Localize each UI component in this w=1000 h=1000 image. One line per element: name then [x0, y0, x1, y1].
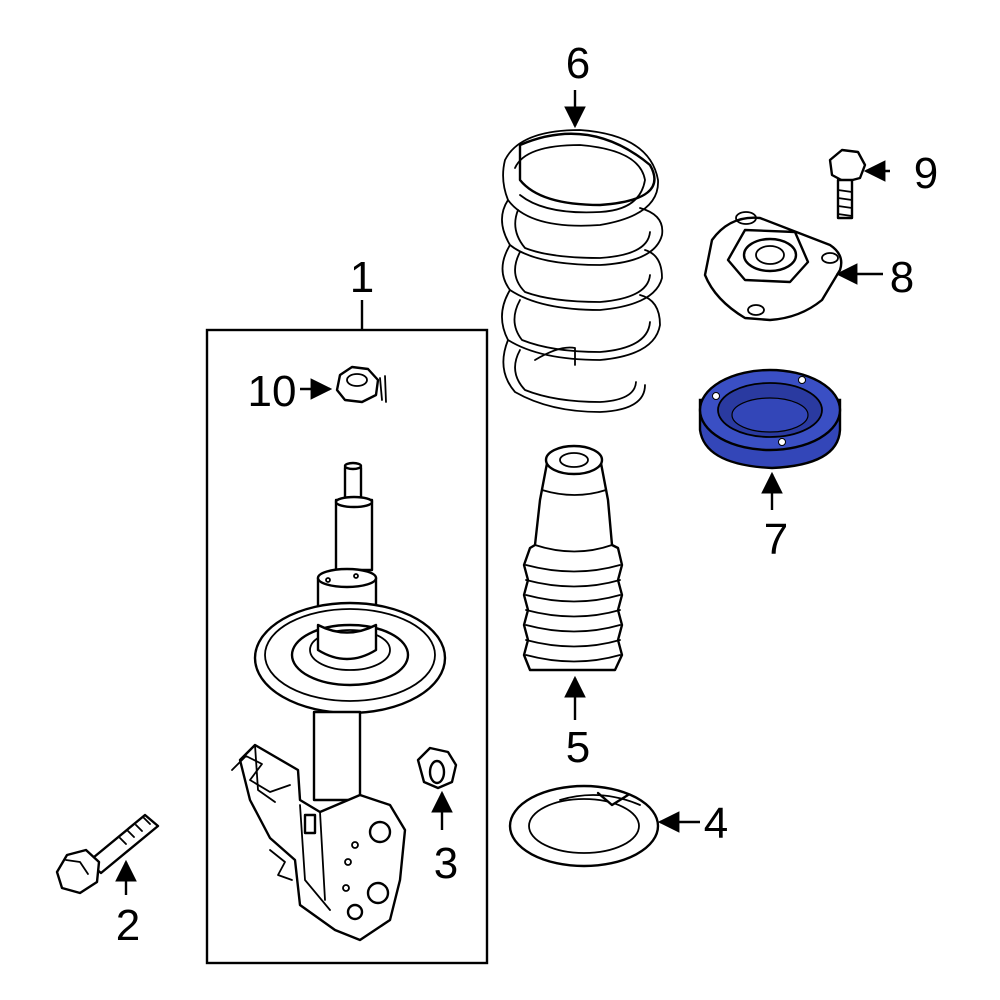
strut-mount-part-8[interactable]: [703, 211, 843, 322]
callout-8: 8: [890, 253, 914, 302]
strut-group-box: [205, 300, 489, 965]
leader-lines: [115, 90, 890, 895]
coil-spring-part-6[interactable]: [501, 129, 664, 413]
strut-assembly-part[interactable]: [231, 461, 447, 942]
callout-3: 3: [434, 839, 458, 888]
callout-7: 7: [764, 515, 788, 564]
nut-part-10[interactable]: [335, 365, 387, 404]
dust-boot-part-5[interactable]: [522, 444, 624, 672]
callout-2: 2: [116, 901, 140, 950]
callout-9: 9: [914, 149, 938, 198]
nut-part-3[interactable]: [416, 746, 458, 790]
bolt-part-9[interactable]: [828, 148, 867, 220]
callout-10: 10: [248, 367, 297, 416]
callout-4: 4: [704, 799, 728, 848]
callout-6: 6: [566, 39, 590, 88]
bolt-part-2[interactable]: [55, 813, 160, 895]
callout-1: 1: [350, 253, 374, 302]
callout-5: 5: [566, 723, 590, 772]
insulator-part-7-highlighted[interactable]: [698, 368, 842, 470]
spring-seat-part-4[interactable]: [508, 784, 660, 868]
